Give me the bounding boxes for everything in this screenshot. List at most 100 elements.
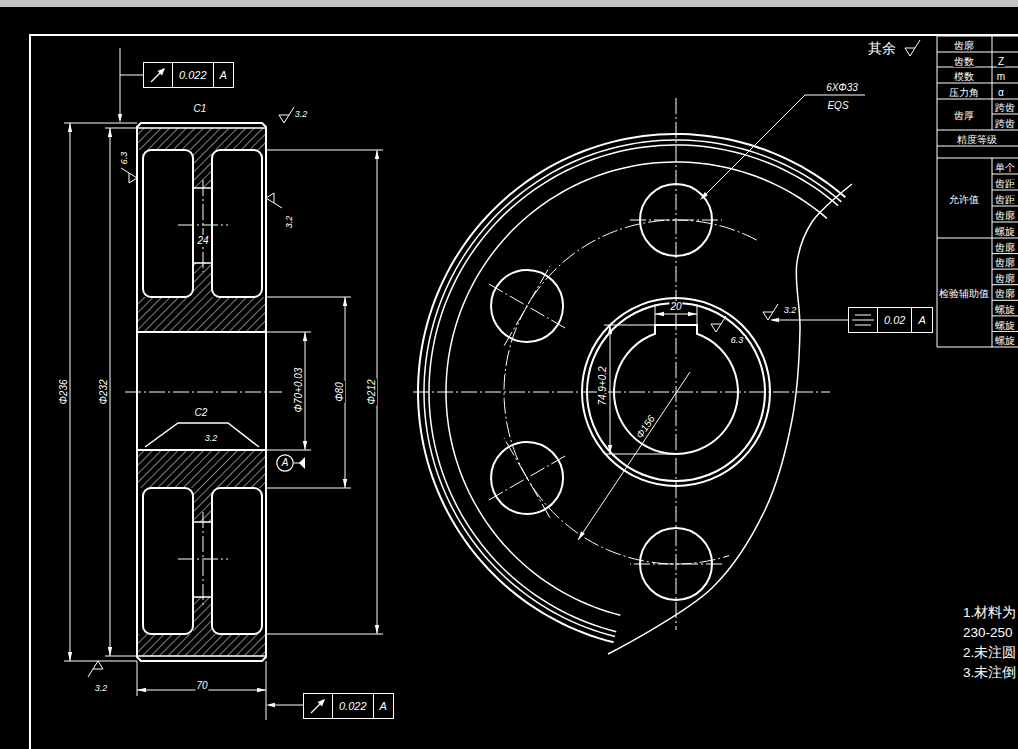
- arrowhead: [375, 625, 379, 634]
- center-line: [125, 392, 282, 393]
- table-cell: 齿距: [994, 178, 1016, 189]
- dimension-text: EQS: [826, 100, 849, 111]
- label-anchor: 齿廓: [994, 205, 1016, 223]
- label-anchor: C1: [193, 98, 208, 116]
- dimension-text: 3.2: [285, 215, 295, 230]
- rim-circle: [446, 162, 827, 615]
- section-hatch: [137, 297, 266, 332]
- bore-keyway: [614, 325, 738, 454]
- label-anchor: Φ212: [361, 378, 379, 405]
- leader-line: [772, 320, 848, 321]
- tolerance-value: 0.022: [172, 63, 213, 87]
- table-line: [937, 52, 1018, 53]
- table-cell: Z: [997, 56, 1005, 67]
- label-anchor: 齿距: [994, 189, 1016, 207]
- table-line: [937, 36, 1018, 37]
- dimension-line: [305, 332, 306, 450]
- dimension-text: Φ236: [58, 378, 69, 405]
- extension-line: [266, 634, 383, 635]
- web-pocket: [143, 488, 193, 634]
- arrowhead: [108, 128, 112, 137]
- bolt-hole: [491, 442, 563, 514]
- roughness-symbol: [905, 40, 920, 56]
- table-line: [937, 83, 1018, 84]
- label-anchor: 3.2: [783, 299, 798, 317]
- dimension-text: 20: [669, 301, 682, 312]
- label-anchor: Φ156: [629, 410, 659, 443]
- tolerance-frame: 0.022A: [303, 693, 394, 719]
- dimension-text: 24: [196, 235, 209, 246]
- label-anchor: 齿厚: [953, 105, 975, 123]
- label-anchor: 3.2: [294, 103, 309, 121]
- label-anchor: 1.材料为: [962, 603, 1017, 621]
- datum-triangle: [299, 457, 305, 469]
- arrowhead: [343, 297, 347, 306]
- table-cell: 齿廓: [953, 40, 975, 51]
- label-anchor: 精度等级: [956, 129, 998, 147]
- label-anchor: Φ236: [53, 378, 71, 405]
- table-cell: 压力角: [948, 87, 980, 98]
- leader-line: [805, 95, 865, 96]
- label-anchor: 压力角: [948, 82, 980, 100]
- table-line: [937, 238, 1018, 239]
- table-line: [992, 158, 993, 347]
- arrowhead: [108, 647, 112, 656]
- extension-line: [266, 488, 351, 489]
- dimension-text: 70: [195, 680, 208, 691]
- rim-circle: [429, 145, 838, 632]
- tolerance-value: A: [213, 63, 233, 87]
- label-anchor: 螺旋: [994, 315, 1016, 333]
- section-hatch: [193, 263, 212, 297]
- arrowhead: [266, 703, 275, 707]
- table-line: [937, 130, 1018, 131]
- label-anchor: 允许值: [948, 189, 980, 207]
- table-cell: 齿廓: [994, 210, 1016, 221]
- note-text: 1.材料为: [962, 606, 1017, 621]
- table-cell: 齿厚: [953, 110, 975, 121]
- window-bar: [0, 0, 1018, 7]
- arrowhead: [608, 325, 612, 334]
- bore-line: [137, 331, 266, 333]
- table-line: [992, 331, 1018, 332]
- dimension-text: Φ80: [334, 381, 345, 403]
- arrowhead: [118, 114, 122, 123]
- dimension-line: [110, 128, 111, 656]
- arrowhead: [655, 312, 664, 316]
- center-line: [487, 283, 565, 328]
- label-anchor: 其余: [867, 39, 897, 57]
- leader-line: [275, 705, 303, 706]
- label-anchor: 跨齿: [994, 97, 1016, 115]
- label-anchor: 齿廓: [994, 252, 1016, 270]
- roughness-symbol: [88, 661, 103, 677]
- section-hatch: [137, 128, 266, 150]
- web-pocket: [212, 488, 262, 634]
- table-cell: 单个: [994, 162, 1016, 173]
- table-cell: m: [996, 71, 1006, 82]
- label-anchor: 螺旋: [994, 299, 1016, 317]
- table-line: [992, 269, 1018, 270]
- label-anchor: 齿廓: [953, 35, 975, 53]
- tolerance-value: 0.022: [332, 694, 373, 718]
- label-anchor: Φ232: [93, 378, 111, 405]
- label-anchor: 74.9+0.2: [592, 365, 610, 406]
- extension-line: [137, 661, 138, 696]
- center-line: [178, 559, 228, 560]
- label-anchor: 3.2: [94, 677, 109, 695]
- bolt-hole: [491, 270, 563, 342]
- label-anchor: Φ70+0.03: [288, 367, 306, 414]
- label-anchor: 3.2: [278, 215, 296, 230]
- label-anchor: 齿廓: [994, 268, 1016, 286]
- center-line: [413, 392, 830, 393]
- arrowhead: [578, 531, 585, 540]
- sheet-border: [30, 35, 1018, 749]
- label-anchor: 24: [196, 230, 209, 248]
- arrowhead: [688, 312, 697, 316]
- table-cell: 齿廓: [994, 273, 1016, 284]
- label-anchor: EQS: [826, 95, 849, 113]
- label-anchor: m: [996, 66, 1006, 84]
- bore-line: [137, 449, 266, 451]
- table-line: [992, 206, 1018, 207]
- table-line: [937, 158, 1018, 159]
- arrowhead: [68, 123, 72, 132]
